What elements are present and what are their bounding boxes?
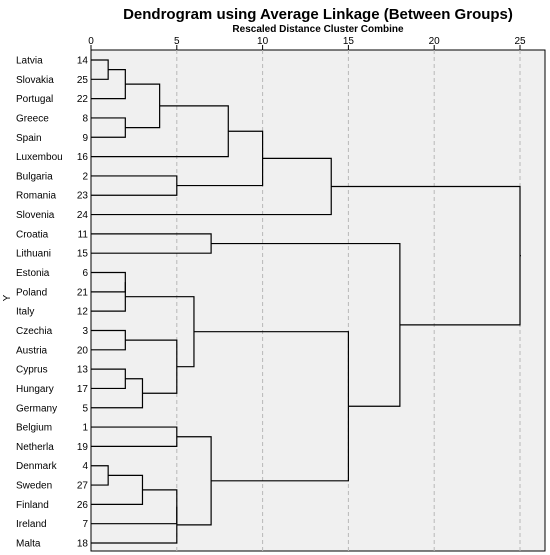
leaf-name: Latvia xyxy=(16,56,43,67)
leaf-id: 7 xyxy=(82,519,88,530)
leaf-id: 15 xyxy=(77,249,89,260)
leaf-name: Sweden xyxy=(16,481,52,492)
x-tick-label: 20 xyxy=(429,36,441,47)
leaf-id: 5 xyxy=(82,403,88,414)
plot-area xyxy=(90,49,546,552)
leaf-name: Bulgaria xyxy=(16,171,53,182)
leaf-id: 22 xyxy=(77,94,89,105)
x-tick-label: 15 xyxy=(343,36,355,47)
leaf-name: Lithuani xyxy=(16,249,51,260)
leaf-name: Estonia xyxy=(16,268,50,279)
leaf-name: Luxembou xyxy=(16,152,63,163)
chart-subtitle: Rescaled Distance Cluster Combine xyxy=(232,24,404,35)
leaf-name: Cyprus xyxy=(16,365,48,376)
leaf-name: Greece xyxy=(16,113,49,124)
leaf-id: 20 xyxy=(77,345,89,356)
leaf-name: Romania xyxy=(16,191,56,202)
leaf-id: 2 xyxy=(82,171,88,182)
dendrogram-link xyxy=(91,282,126,312)
leaf-name: Slovenia xyxy=(16,210,55,221)
leaf-id: 1 xyxy=(82,423,88,434)
leaf-id: 12 xyxy=(77,307,89,318)
chart-title: Dendrogram using Average Linkage (Betwee… xyxy=(123,6,513,23)
leaf-name: Spain xyxy=(16,133,42,144)
leaf-name: Hungary xyxy=(16,384,54,395)
y-axis-label: Y xyxy=(2,294,13,301)
leaf-id: 27 xyxy=(77,481,89,492)
leaf-id: 14 xyxy=(77,56,89,67)
leaf-id: 21 xyxy=(77,287,89,298)
leaf-id: 16 xyxy=(77,152,89,163)
leaf-name: Poland xyxy=(16,287,47,298)
leaf-name: Italy xyxy=(16,307,34,318)
leaf-id: 18 xyxy=(77,539,89,550)
x-tick-label: 10 xyxy=(257,36,269,47)
leaf-id: 24 xyxy=(77,210,89,221)
leaf-name: Slovakia xyxy=(16,75,54,86)
leaf-name: Austria xyxy=(16,345,48,356)
leaf-name: Denmark xyxy=(16,461,58,472)
leaf-id: 11 xyxy=(78,229,89,240)
leaf-id: 17 xyxy=(77,384,89,395)
leaf-name: Netherla xyxy=(16,442,54,453)
x-axis-ticks: 0 5 10 15 20 25 xyxy=(88,36,526,50)
leaf-id: 6 xyxy=(82,268,88,279)
x-tick-label: 25 xyxy=(514,36,526,47)
leaf-id: 4 xyxy=(82,461,88,472)
leaf-name: Belgium xyxy=(16,423,52,434)
leaf-id: 23 xyxy=(77,191,89,202)
leaf-id: 19 xyxy=(77,442,89,453)
dendrogram-links xyxy=(91,59,521,544)
leaf-id: 25 xyxy=(77,75,89,86)
leaf-id: 26 xyxy=(77,500,89,511)
leaf-name: Portugal xyxy=(16,94,53,105)
leaf-name: Malta xyxy=(16,539,41,550)
x-tick-label: 5 xyxy=(174,36,180,47)
leaf-name: Czechia xyxy=(16,326,53,337)
leaf-name: Croatia xyxy=(16,229,49,240)
leaf-id: 9 xyxy=(82,133,88,144)
leaf-name: Finland xyxy=(16,500,49,511)
leaf-id: 3 xyxy=(82,326,88,337)
leaf-name: Germany xyxy=(16,403,57,414)
leaf-id: 13 xyxy=(77,365,89,376)
x-tick-label: 0 xyxy=(88,36,94,47)
dendrogram-link xyxy=(91,506,178,544)
leaf-id: 8 xyxy=(82,113,88,124)
leaf-name: Ireland xyxy=(16,519,47,530)
